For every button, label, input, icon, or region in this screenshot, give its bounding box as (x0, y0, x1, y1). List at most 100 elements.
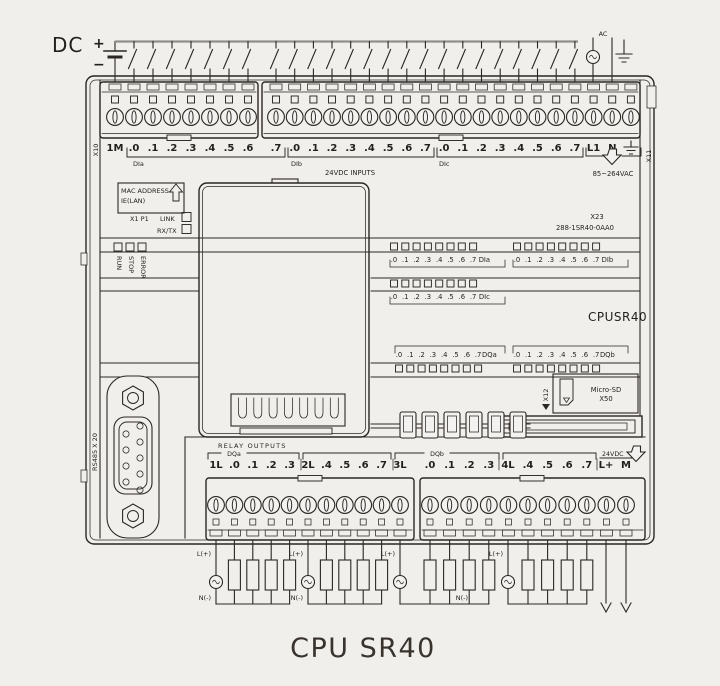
mains-arrow-icon (602, 148, 622, 166)
terminal-label: .2 (536, 256, 543, 264)
ac-source-icon (208, 574, 224, 590)
n-minus-label: N(-) (456, 594, 468, 602)
top-terminal-block-left (99, 81, 259, 141)
mains-note: 85~264VAC (593, 170, 634, 178)
terminal-label: .4 (436, 293, 443, 301)
terminal-label: .2 (418, 351, 425, 359)
terminal-label: .4 (364, 143, 375, 154)
output-wiring-group3: L(+) N(-) (381, 539, 496, 605)
terminal-label: DIa (479, 256, 490, 264)
x23-label: X23 (590, 213, 603, 221)
terminal-label: .7 (570, 143, 581, 154)
terminal-label: .2 (327, 143, 338, 154)
ac-source-icon (500, 574, 516, 590)
terminal-label: L+ (599, 460, 614, 471)
output-wiring-group1: L(+) N(-) (197, 539, 297, 605)
terminal-label: .2 (464, 460, 475, 471)
terminal-label: .5 (447, 293, 454, 301)
x11-label: X11 (645, 150, 653, 163)
earth-ground-icon (615, 39, 633, 63)
eject-triangle-icon (542, 404, 550, 410)
terminal-label: .1 (457, 143, 468, 154)
terminal-label: .6 (562, 460, 573, 471)
terminal-label: .5 (447, 256, 454, 264)
ac-source-icon (392, 574, 408, 590)
l-plus-label: L(+) (381, 550, 395, 558)
housing-clip-left-lower (80, 469, 88, 483)
terminal-label: .5 (339, 460, 350, 471)
link-label: LINK (160, 215, 175, 223)
door-grip-bar (239, 427, 333, 435)
block-tab (297, 475, 323, 482)
terminal-label: .2 (536, 351, 543, 359)
terminal-label: .3 (345, 143, 356, 154)
db9-connector-icon (113, 416, 153, 495)
ac-supply: AC (585, 30, 633, 85)
terminal-label: .5 (532, 143, 543, 154)
standoff-top-icon (122, 385, 144, 411)
ac-label: AC (599, 30, 608, 38)
terminal-label: .7 (581, 460, 592, 471)
mac-address-box: MAC ADDRESS IE(LAN) (117, 182, 185, 214)
plus-sign: + (93, 36, 105, 52)
rs485-label: RS485 X 20 (91, 433, 99, 471)
x12-label: X12 (542, 389, 550, 402)
door-grip (230, 393, 346, 435)
terminal-label: .3 (495, 143, 506, 154)
terminal-label: .5 (570, 351, 577, 359)
dc-label: DC (52, 33, 83, 57)
terminal-label: .3 (284, 460, 295, 471)
down-arrow-icon (600, 602, 612, 613)
bottom-terminal-block-left (205, 475, 415, 541)
terminal-label: .2 (167, 143, 178, 154)
terminal-label: .4 (436, 256, 443, 264)
rxtx-led (181, 224, 192, 234)
terminal-label: .3 (483, 460, 494, 471)
terminal-label: .6 (582, 351, 589, 359)
terminal-label: .2 (476, 143, 487, 154)
terminal-label: .7 (420, 143, 431, 154)
run-led (113, 242, 123, 252)
terminal-label: .3 (425, 293, 432, 301)
order-number: 288-1SR40-0AA0 (556, 224, 614, 232)
terminal-label: M (621, 460, 631, 471)
mac-line2: IE(LAN) (121, 197, 145, 205)
terminal-label: .5 (452, 351, 459, 359)
terminal-label: .4 (523, 460, 534, 471)
terminal-label: .3 (548, 351, 555, 359)
terminal-label: .1 (525, 351, 532, 359)
stop-label: STOP (127, 256, 135, 273)
l3-label: 3L (393, 460, 407, 471)
bottom-terminal-block-right (419, 475, 646, 541)
output-wiring-group2: L(+) N(-) (289, 539, 389, 605)
terminal-label: .1 (444, 460, 455, 471)
link-led (181, 212, 192, 222)
housing-clip-right (646, 85, 657, 109)
terminal-label: .7 (470, 293, 477, 301)
terminal-label: DIb (602, 256, 614, 264)
terminal-label: .0 (391, 293, 398, 301)
terminal-label: .0 (391, 256, 398, 264)
terminal-label: .7 (470, 256, 477, 264)
terminal-label: .1 (402, 293, 409, 301)
terminal-label: .6 (582, 256, 589, 264)
terminal-label: .7 (475, 351, 482, 359)
input-switch-icons (127, 40, 578, 86)
terminal-label: .0 (514, 351, 521, 359)
top-terminal-block-right (261, 81, 641, 141)
terminal-label: L1 (587, 143, 600, 154)
inputs-note: 24VDC INPUTS (325, 169, 375, 177)
terminal-label: .6 (401, 143, 412, 154)
output-group-brackets: DQa DQb 24VDC (207, 445, 646, 463)
ethernet-port-leds: X1 P1 LINK RX/TX (130, 212, 192, 235)
labels-dia: 1M.0.1.2.3.4.5.6 (107, 143, 254, 154)
terminal-label: .0 (129, 143, 140, 154)
cpu-type-label: CPUSR40 (588, 310, 647, 324)
block-tab (166, 134, 192, 141)
vdc-label: 24VDC (602, 451, 624, 458)
terminal-label: .1 (247, 460, 258, 471)
error-led (137, 242, 147, 252)
x1p1-label: X1 P1 (130, 215, 149, 223)
